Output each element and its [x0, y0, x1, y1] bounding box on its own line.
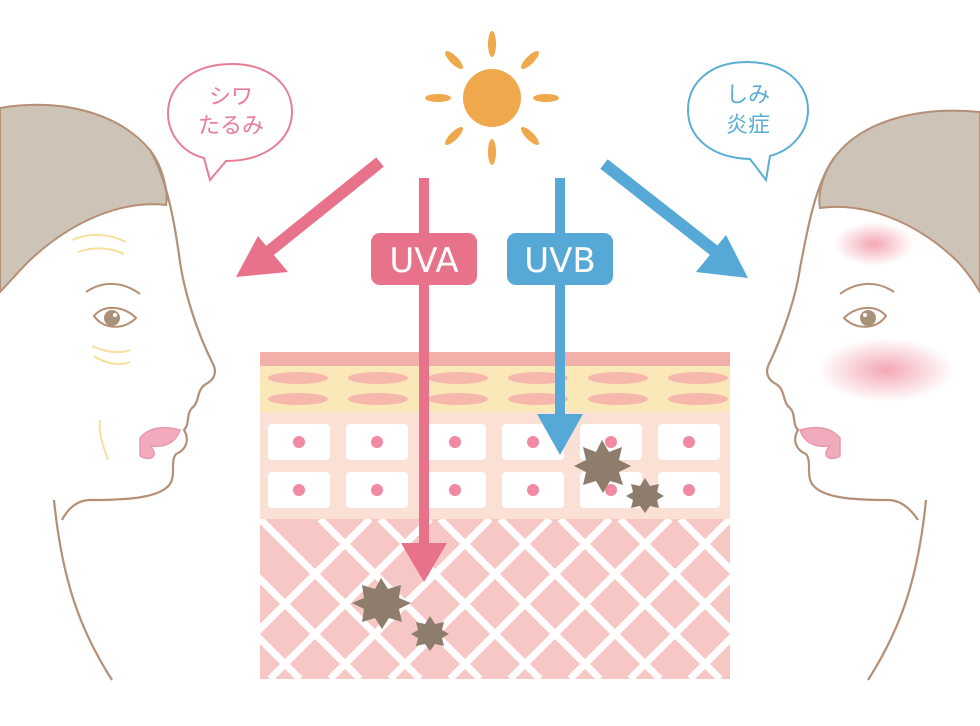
uva-label: UVA [389, 241, 458, 281]
right-bubble-line1: しみ [726, 83, 770, 108]
spot-dermis-large [352, 578, 411, 629]
uvb-vertical-arrow [537, 178, 583, 455]
skin-surface-layer [260, 352, 730, 366]
right-face-hair [818, 109, 980, 294]
uvb-label: UVB [524, 241, 595, 281]
right-face-lips [799, 426, 841, 460]
left-face-outline [61, 149, 216, 521]
dermis-layer [260, 519, 730, 679]
uvb-diagonal-arrow [600, 159, 748, 278]
left-speech-bubble: シワ たるみ [166, 62, 294, 183]
left-face-hair [0, 103, 168, 294]
right-bubble-line2: 炎症 [726, 113, 770, 138]
right-face-blush-top [834, 222, 914, 266]
uva-diagonal-arrow [236, 157, 384, 277]
uvb-badge: UVB [507, 233, 613, 285]
right-face-profile [766, 109, 980, 681]
uva-badge: UVA [371, 233, 477, 285]
left-face-lips [139, 426, 181, 460]
left-face-wrinkles [71, 234, 131, 461]
spot-epidermis-large [574, 440, 631, 493]
left-face-profile [0, 103, 216, 681]
right-speech-bubble: しみ 炎症 [686, 60, 810, 183]
spot-dermis-small [411, 616, 449, 651]
right-face-outline [766, 157, 919, 521]
sun-icon [425, 31, 559, 165]
stratum-layer [260, 366, 730, 412]
right-face-blush-cheek [818, 338, 954, 402]
skin-cross-section [260, 352, 730, 679]
left-bubble-line1: シワ [209, 85, 253, 110]
spot-epidermis-small [626, 478, 664, 513]
left-bubble-line2: たるみ [198, 114, 264, 139]
